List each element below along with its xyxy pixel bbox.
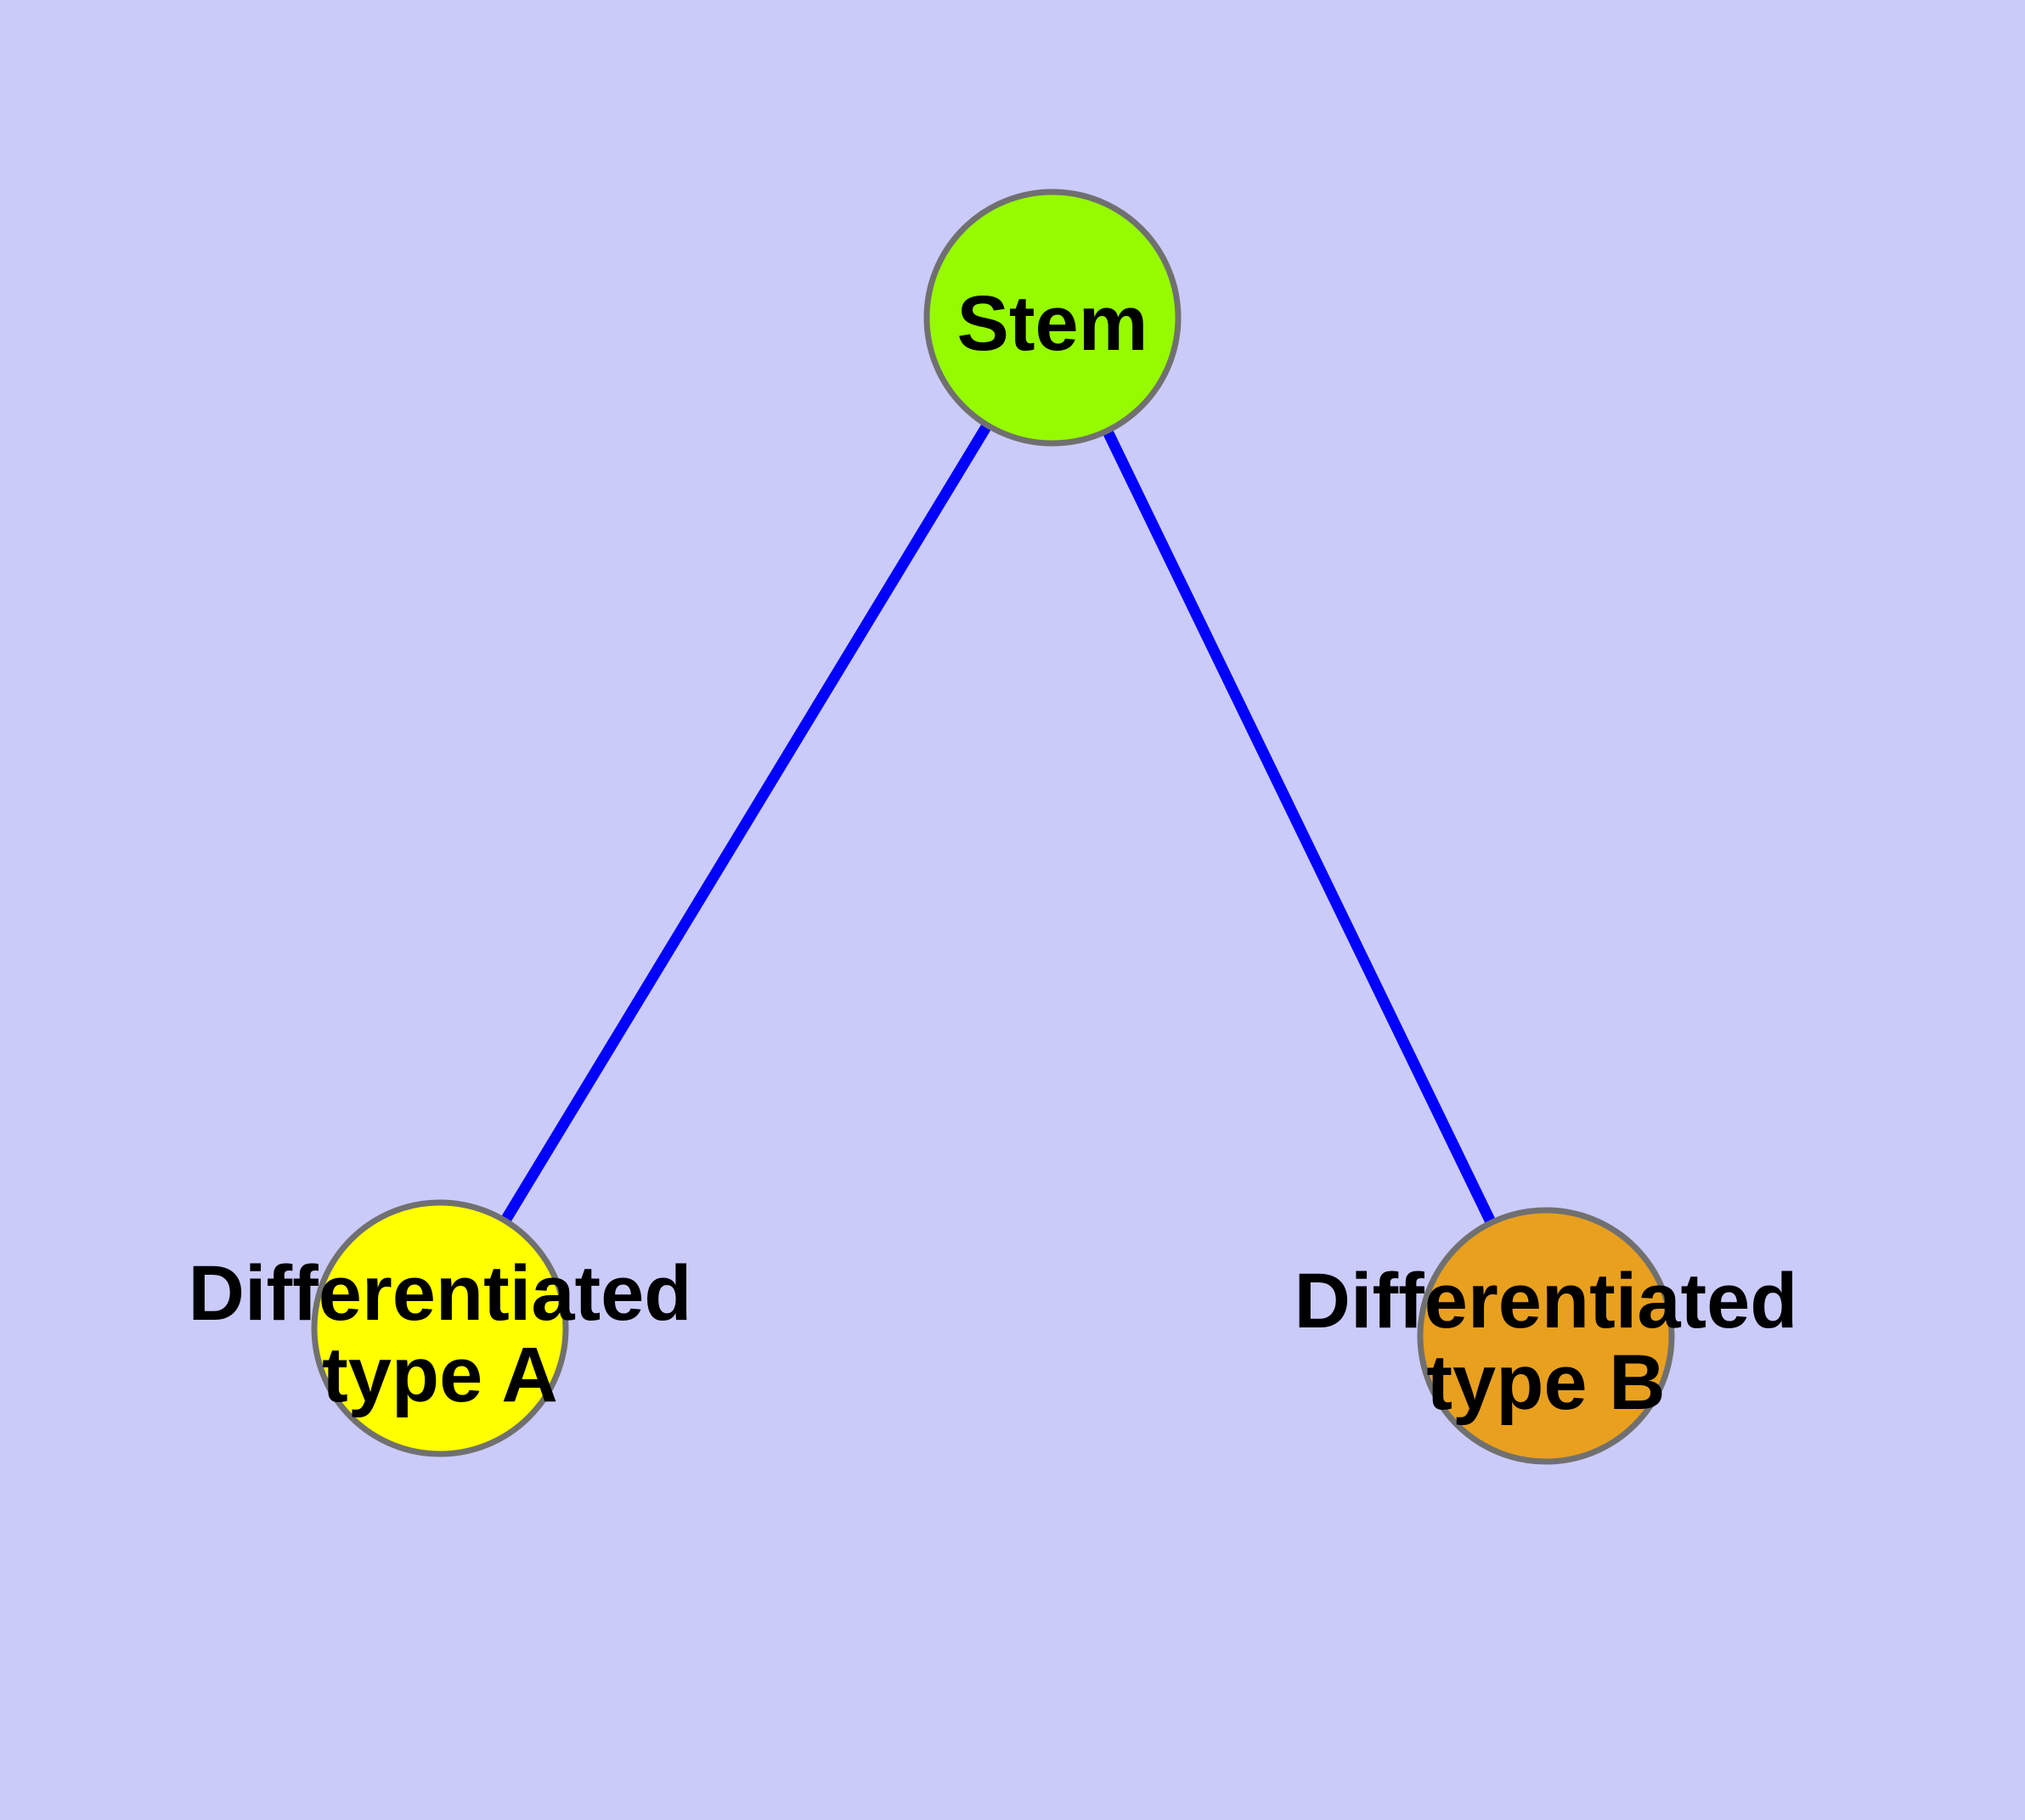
edge-stem-to-type-b (1047, 315, 1551, 1338)
node-type-b-label-line-1: Differentiated (1295, 1258, 1798, 1344)
node-type-a-label-line-2: type A (322, 1332, 558, 1418)
node-stem-label: Stem (957, 280, 1148, 367)
node-type-b-circle (1417, 1207, 1675, 1465)
node-type-b-label-line-2: type B (1426, 1339, 1665, 1426)
edge-stem-to-type-a (435, 314, 1058, 1332)
node-type-a-label-line-1: Differentiated (189, 1250, 692, 1337)
node-stem-label-line-1: Stem (957, 280, 1148, 367)
node-stem-circle (923, 189, 1182, 447)
node-type-a-circle (311, 1199, 569, 1457)
